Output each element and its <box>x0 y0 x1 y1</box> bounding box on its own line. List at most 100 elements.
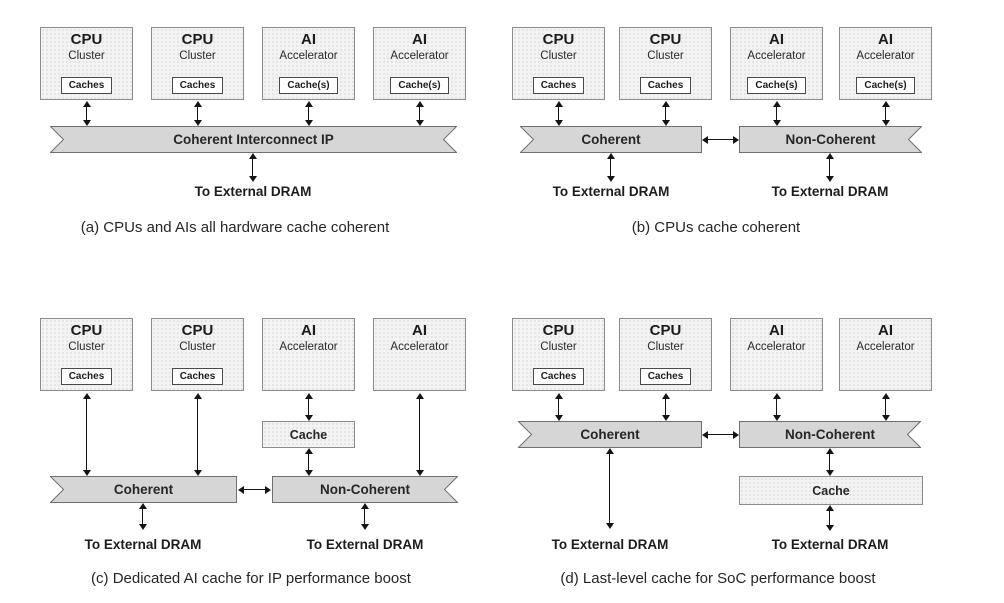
ai-dedicated-cache-box: Cache <box>262 421 355 448</box>
dram-label: To External DRAM <box>552 184 670 199</box>
vertical-double-arrow <box>605 448 615 529</box>
cache-chip: Caches <box>532 367 585 385</box>
non-coherent-interconnect-ribbon: Non-Coherent <box>739 126 922 153</box>
coherent-interconnect-ribbon: Coherent <box>50 476 237 503</box>
unit-title: AI <box>301 322 316 339</box>
vertical-double-arrow <box>304 101 313 126</box>
unit-title: CPU <box>542 322 575 339</box>
unit-subtitle: Cluster <box>647 49 684 62</box>
cpu-cluster-box: CPU Cluster Caches <box>151 27 244 100</box>
cpu-cluster-box: CPU Cluster Caches <box>619 27 712 100</box>
unit-subtitle: Cluster <box>540 340 577 353</box>
unit-title: CPU <box>181 322 214 339</box>
vertical-double-arrow <box>554 393 563 421</box>
unit-subtitle: Cluster <box>68 49 105 62</box>
horizontal-double-arrow <box>702 135 739 144</box>
vertical-double-arrow <box>415 101 424 126</box>
cache-chip: Caches <box>60 367 113 385</box>
ribbon-label: Coherent Interconnect IP <box>173 132 334 147</box>
vertical-double-arrow <box>661 393 670 421</box>
vertical-double-arrow <box>138 503 148 530</box>
ribbon-shape <box>518 421 702 448</box>
vertical-double-arrow <box>360 503 370 530</box>
ribbon-label: Coherent <box>581 132 641 147</box>
cpu-cluster-box: CPU Cluster Caches <box>512 318 605 391</box>
ai-accelerator-box: AI Accelerator <box>373 318 466 391</box>
vertical-double-arrow <box>825 153 835 182</box>
vertical-double-arrow <box>82 393 91 476</box>
vertical-double-arrow <box>304 448 313 476</box>
unit-subtitle: Accelerator <box>279 340 338 353</box>
cache-chip: Cache(s) <box>856 76 915 94</box>
unit-title: CPU <box>542 31 575 48</box>
dram-label: To External DRAM <box>84 537 202 552</box>
cache-chip: Caches <box>60 76 113 94</box>
unit-subtitle: Accelerator <box>390 340 449 353</box>
cache-chip: Cache(s) <box>390 76 449 94</box>
dram-label: To External DRAM <box>771 184 889 199</box>
unit-subtitle: Cluster <box>179 340 216 353</box>
ribbon-shape <box>520 126 702 153</box>
cache-chip: Caches <box>639 367 692 385</box>
unit-subtitle: Accelerator <box>747 49 806 62</box>
cpu-cluster-box: CPU Cluster Caches <box>512 27 605 100</box>
horizontal-double-arrow <box>238 485 271 494</box>
vertical-double-arrow <box>825 448 835 476</box>
vertical-double-arrow <box>881 101 890 126</box>
cpu-cluster-box: CPU Cluster Caches <box>619 318 712 391</box>
ribbon-shape <box>50 476 237 503</box>
unit-title: CPU <box>70 31 103 48</box>
ai-accelerator-box: AI Accelerator Cache(s) <box>730 27 823 100</box>
ai-accelerator-box: AI Accelerator <box>262 318 355 391</box>
unit-title: AI <box>412 31 427 48</box>
dram-label: To External DRAM <box>306 537 424 552</box>
cache-chip: Caches <box>171 367 224 385</box>
vertical-double-arrow <box>554 101 563 126</box>
coherent-interconnect-ribbon: Coherent <box>520 126 702 153</box>
vertical-double-arrow <box>881 393 890 421</box>
vertical-double-arrow <box>661 101 670 126</box>
ai-accelerator-box: AI Accelerator Cache(s) <box>373 27 466 100</box>
unit-title: AI <box>412 322 427 339</box>
vertical-double-arrow <box>248 153 258 182</box>
ai-accelerator-box: AI Accelerator Cache(s) <box>262 27 355 100</box>
panel-caption: (b) CPUs cache coherent <box>631 219 801 236</box>
vertical-double-arrow <box>825 505 835 531</box>
cpu-cluster-box: CPU Cluster Caches <box>40 318 133 391</box>
unit-subtitle: Cluster <box>540 49 577 62</box>
ribbon-shape <box>739 421 921 448</box>
last-level-cache-box: Cache <box>739 476 923 505</box>
ribbon-label: Coherent <box>113 482 174 497</box>
non-coherent-interconnect-ribbon: Non-Coherent <box>272 476 458 503</box>
cache-chip: Cache(s) <box>279 76 338 94</box>
unit-title: AI <box>878 322 893 339</box>
vertical-double-arrow <box>772 393 781 421</box>
unit-subtitle: Accelerator <box>747 340 806 353</box>
unit-subtitle: Accelerator <box>390 49 449 62</box>
ai-accelerator-box: AI Accelerator <box>730 318 823 391</box>
ribbon-label: Coherent <box>580 427 640 442</box>
vertical-double-arrow <box>304 393 313 421</box>
dram-label: To External DRAM <box>771 537 889 552</box>
panel-caption: (d) Last-level cache for SoC performance… <box>560 570 876 587</box>
panel-caption: (c) Dedicated AI cache for IP performanc… <box>91 570 411 587</box>
vertical-double-arrow <box>415 393 424 476</box>
unit-subtitle: Accelerator <box>856 49 915 62</box>
ribbon-label: Non-Coherent <box>785 132 876 147</box>
ribbon-shape <box>50 126 457 153</box>
ribbon-shape <box>272 476 458 503</box>
vertical-double-arrow <box>193 393 202 476</box>
cache-chip: Caches <box>639 76 692 94</box>
unit-subtitle: Cluster <box>179 49 216 62</box>
unit-title: AI <box>769 31 784 48</box>
unit-title: CPU <box>649 31 682 48</box>
unit-subtitle: Accelerator <box>856 340 915 353</box>
ai-accelerator-box: AI Accelerator <box>839 318 932 391</box>
unit-title: CPU <box>181 31 214 48</box>
unit-subtitle: Cluster <box>68 340 105 353</box>
unit-subtitle: Accelerator <box>279 49 338 62</box>
ribbon-label: Non-Coherent <box>785 427 875 442</box>
vertical-double-arrow <box>772 101 781 126</box>
non-coherent-interconnect-ribbon: Non-Coherent <box>739 421 921 448</box>
